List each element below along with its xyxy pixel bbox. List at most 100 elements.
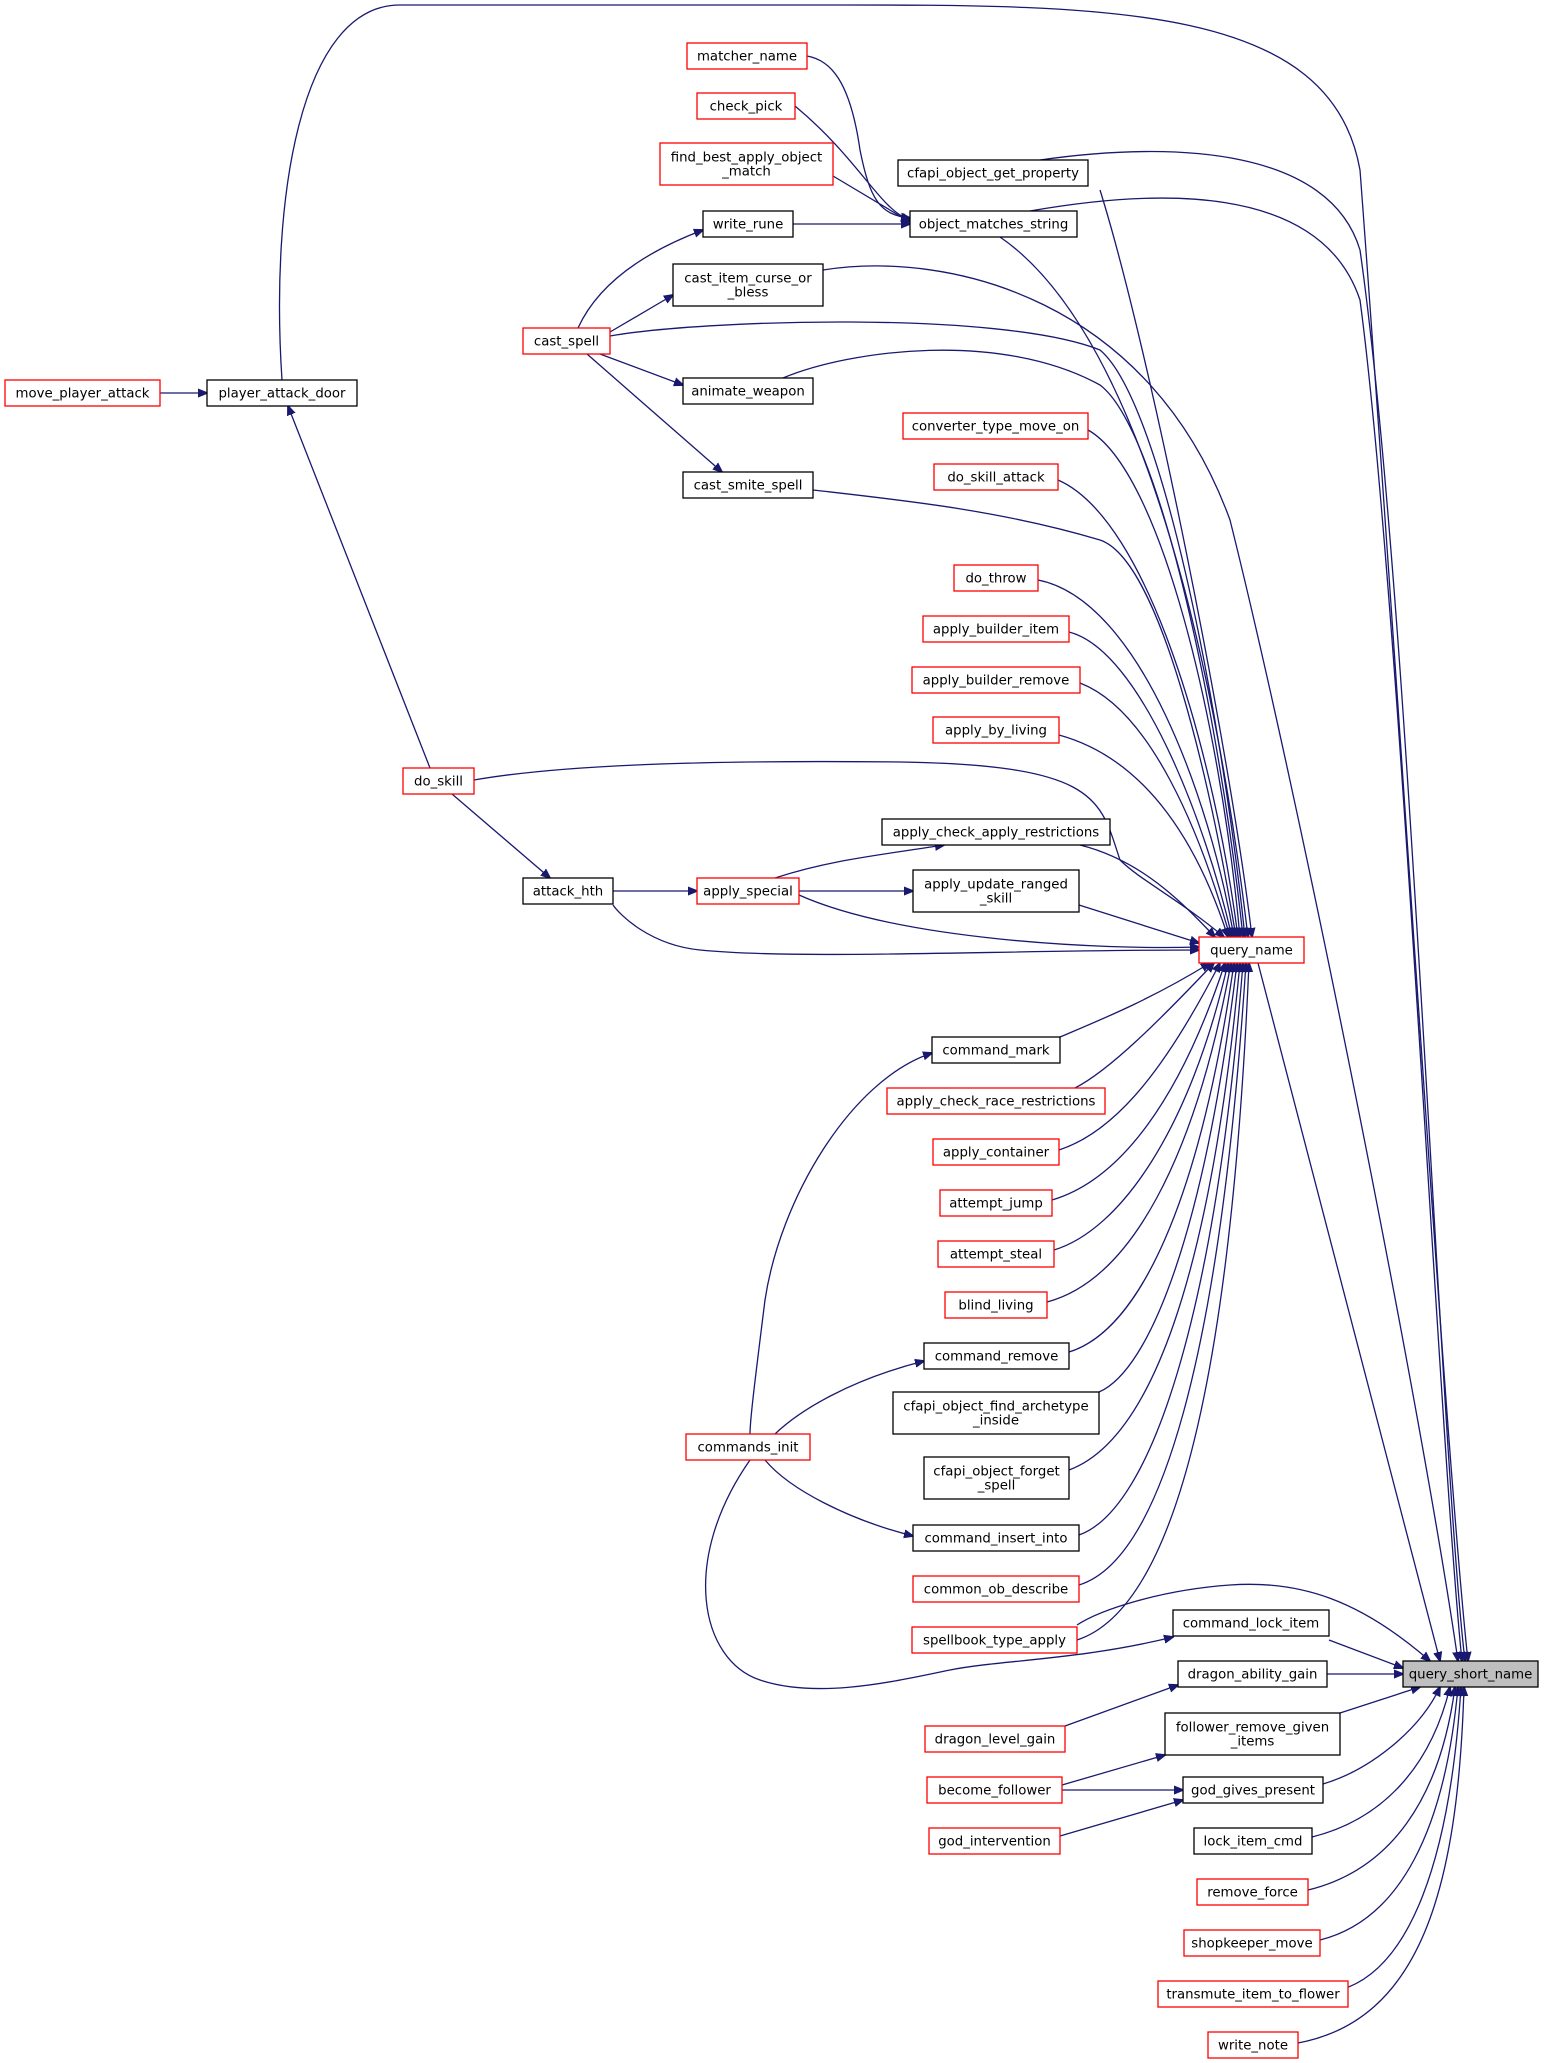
node-god-intervention[interactable]: god_intervention xyxy=(928,1827,1061,1855)
node-box xyxy=(1182,1776,1324,1804)
node-cfapi-object-forget-spell[interactable]: cfapi_object_forget_spell xyxy=(923,1456,1070,1500)
node-command-mark[interactable]: command_mark xyxy=(931,1036,1061,1064)
node-label: god_gives_present xyxy=(1191,1784,1315,1799)
node-spellbook-type-apply[interactable]: spellbook_type_apply xyxy=(911,1626,1078,1654)
node-apply-special[interactable]: apply_special xyxy=(696,877,800,905)
node-follower-remove-given-items[interactable]: follower_remove_given_items xyxy=(1164,1712,1341,1756)
node-box xyxy=(892,1391,1100,1435)
edge-query_name-blind_living xyxy=(1046,963,1231,1303)
node-label: _match xyxy=(721,165,771,180)
node-box xyxy=(931,1036,1061,1064)
node-box xyxy=(886,1087,1106,1115)
edge-command_lock_item-commands_init xyxy=(705,1459,1173,1690)
node-label: apply_builder_remove xyxy=(923,674,1070,689)
edge-query_name-apply_update_ranged_skill xyxy=(1078,904,1199,943)
node-apply-by-living[interactable]: apply_by_living xyxy=(932,716,1060,744)
node-check-pick[interactable]: check_pick xyxy=(696,92,796,120)
node-cast-item-curse-or-bless[interactable]: cast_item_curse_or_bless xyxy=(672,263,824,307)
node-apply-update-ranged-skill[interactable]: apply_update_ranged_skill xyxy=(912,869,1080,913)
node-box xyxy=(902,412,1089,440)
edge-query_short_name-god_gives_present xyxy=(1322,1687,1440,1785)
node-command-remove[interactable]: command_remove xyxy=(923,1342,1070,1370)
node-box xyxy=(682,377,814,405)
node-write-note[interactable]: write_note xyxy=(1207,2031,1299,2059)
node-box xyxy=(1164,1712,1341,1756)
edge-player_attack_door-do_skill xyxy=(288,406,431,769)
node-shopkeeper-move[interactable]: shopkeeper_move xyxy=(1183,1929,1321,1957)
node-apply-builder-item[interactable]: apply_builder_item xyxy=(922,615,1070,643)
edge-query_name-command_insert_into xyxy=(1078,963,1243,1536)
node-attempt-steal[interactable]: attempt_steal xyxy=(937,1240,1055,1268)
node-command-lock-item[interactable]: command_lock_item xyxy=(1172,1609,1330,1637)
node-cfapi-object-get-property[interactable]: cfapi_object_get_property xyxy=(897,159,1089,187)
node-lock-item-cmd[interactable]: lock_item_cmd xyxy=(1193,1827,1313,1855)
node-cfapi-object-find-archetype-inside[interactable]: cfapi_object_find_archetype_inside xyxy=(892,1391,1100,1435)
node-apply-container[interactable]: apply_container xyxy=(932,1138,1060,1166)
node-box xyxy=(1198,936,1305,964)
node-query-name[interactable]: query_name xyxy=(1198,936,1305,964)
node-label: matcher_name xyxy=(697,50,797,65)
edge-cast_smite_spell-cast_spell xyxy=(586,353,722,472)
node-attempt-jump[interactable]: attempt_jump xyxy=(939,1189,1053,1217)
node-label: player_attack_door xyxy=(218,387,346,402)
node-dragon-ability-gain[interactable]: dragon_ability_gain xyxy=(1177,1660,1328,1688)
edge-follower_remove_given_items-become_follower xyxy=(1061,1755,1165,1786)
node-move-player-attack[interactable]: move_player_attack xyxy=(4,379,161,407)
node-god-gives-present[interactable]: god_gives_present xyxy=(1182,1776,1324,1804)
node-write-rune[interactable]: write_rune xyxy=(702,210,794,238)
node-box xyxy=(685,1433,811,1461)
edge-query_name-apply_builder_item xyxy=(1068,631,1232,937)
node-object-matches-string[interactable]: object_matches_string xyxy=(909,210,1078,238)
edge-query_name-apply_check_apply_restrictions xyxy=(1079,844,1215,937)
node-box xyxy=(923,1456,1070,1500)
node-box xyxy=(1193,1827,1313,1855)
node-box xyxy=(881,818,1111,846)
node-command-insert-into[interactable]: command_insert_into xyxy=(912,1524,1080,1552)
node-label: remove_force xyxy=(1207,1886,1298,1901)
node-attack-hth[interactable]: attack_hth xyxy=(522,877,614,905)
node-converter-type-move-on[interactable]: converter_type_move_on xyxy=(902,412,1089,440)
node-box xyxy=(686,42,808,70)
node-box xyxy=(1196,1878,1309,1906)
node-apply-builder-remove[interactable]: apply_builder_remove xyxy=(911,666,1081,694)
node-box xyxy=(953,564,1039,592)
node-label: query_short_name xyxy=(1409,1668,1533,1683)
node-transmute-item-to-flower[interactable]: transmute_item_to_flower xyxy=(1157,1980,1349,2008)
node-remove-force[interactable]: remove_force xyxy=(1196,1878,1309,1906)
node-blind-living[interactable]: blind_living xyxy=(944,1291,1048,1319)
node-label: write_note xyxy=(1218,2039,1288,2054)
node-query-short-name[interactable]: query_short_name xyxy=(1402,1660,1539,1688)
node-apply-check-apply-restrictions[interactable]: apply_check_apply_restrictions xyxy=(881,818,1111,846)
edge-query_short_name-cast_item_curse_or_bless xyxy=(822,265,1458,1661)
node-label: cast_item_curse_or xyxy=(684,272,812,287)
node-label: move_player_attack xyxy=(16,387,150,402)
node-dragon-level-gain[interactable]: dragon_level_gain xyxy=(924,1725,1066,1753)
node-label: shopkeeper_move xyxy=(1191,1937,1312,1952)
node-find-best-apply-object-match[interactable]: find_best_apply_object_match xyxy=(659,142,834,186)
node-label: become_follower xyxy=(938,1784,1051,1799)
node-matcher-name[interactable]: matcher_name xyxy=(686,42,808,70)
node-do-throw[interactable]: do_throw xyxy=(953,564,1039,592)
node-animate-weapon[interactable]: animate_weapon xyxy=(682,377,814,405)
edge-query_short_name-command_lock_item xyxy=(1328,1639,1403,1668)
node-label: apply_check_race_restrictions xyxy=(897,1095,1096,1110)
node-cast-smite-spell[interactable]: cast_smite_spell xyxy=(682,471,814,499)
node-common-ob-describe[interactable]: common_ob_describe xyxy=(912,1575,1080,1603)
node-do-skill-attack[interactable]: do_skill_attack xyxy=(933,463,1059,491)
node-commands-init[interactable]: commands_init xyxy=(685,1433,811,1461)
node-box xyxy=(926,1776,1063,1804)
node-box xyxy=(909,210,1078,238)
node-box xyxy=(1207,2031,1299,2059)
edge-query_name-apply_special xyxy=(798,894,1199,947)
node-become-follower[interactable]: become_follower xyxy=(926,1776,1063,1804)
node-player-attack-door[interactable]: player_attack_door xyxy=(206,379,358,407)
edge-object_matches_string-find_best_apply_object_match xyxy=(832,175,910,222)
node-apply-check-race-restrictions[interactable]: apply_check_race_restrictions xyxy=(886,1087,1106,1115)
node-do-skill[interactable]: do_skill xyxy=(402,767,475,795)
node-cast-spell[interactable]: cast_spell xyxy=(522,327,611,355)
node-label: attack_hth xyxy=(533,885,603,900)
node-label: apply_builder_item xyxy=(933,623,1059,638)
edge-query_short_name-cfapi_object_get_property xyxy=(1039,150,1465,1661)
node-label: transmute_item_to_flower xyxy=(1166,1988,1340,2003)
